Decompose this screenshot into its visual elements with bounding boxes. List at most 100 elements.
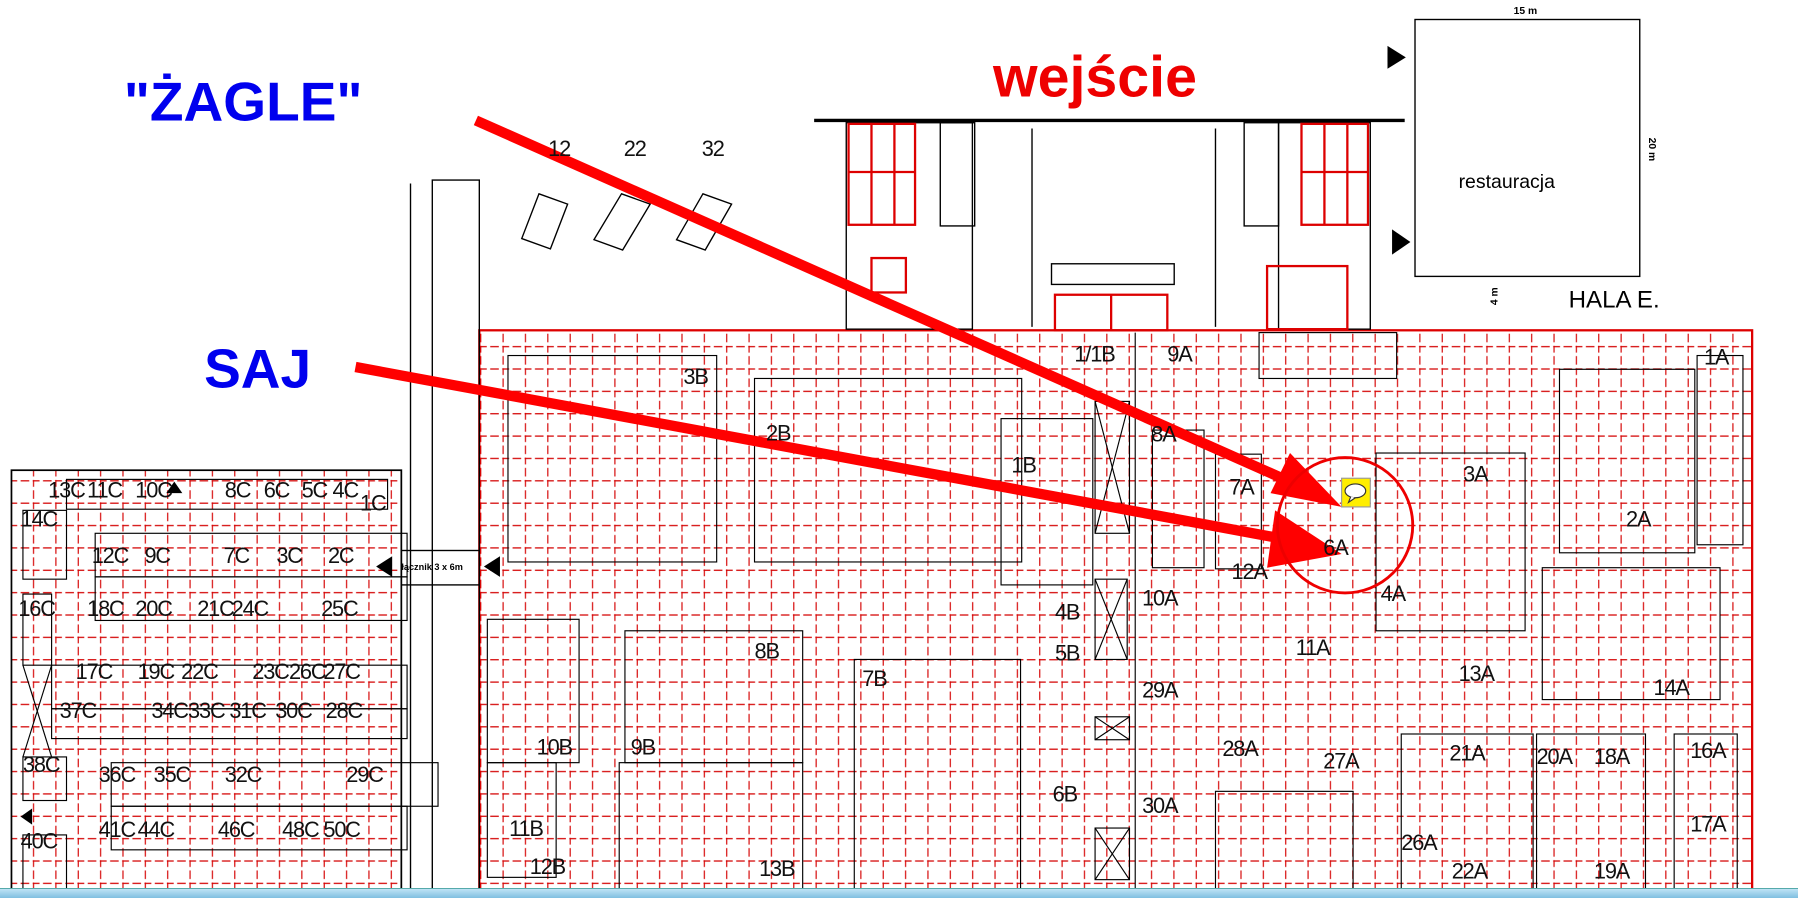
stand-label: 13A <box>1459 661 1496 686</box>
stand-label: 41C <box>99 817 136 842</box>
stand-label: 28C <box>326 698 363 723</box>
stand-label: 37C <box>60 698 97 723</box>
stand-label: 9B <box>631 735 656 760</box>
stand-label: 29A <box>1142 677 1179 702</box>
sail-label: 32 <box>702 136 725 161</box>
arrow-right-icon <box>1392 229 1411 255</box>
hall-a-b-area <box>478 329 1754 894</box>
stand-label: 26C <box>289 659 326 684</box>
sail-label: 22 <box>624 136 647 161</box>
dimension-width: 15 m <box>1514 6 1538 17</box>
stand-label: 16C <box>18 596 55 621</box>
stand-label: 40C <box>21 829 58 854</box>
stand-label: 30C <box>275 698 312 723</box>
stand-label: 34C <box>151 698 188 723</box>
stand-label: 18A <box>1594 744 1631 769</box>
stand-label: 4B <box>1055 599 1080 624</box>
arrowhead-icon <box>1270 453 1342 507</box>
arrow-left-icon <box>376 556 393 577</box>
stand-label: 12A <box>1232 559 1269 584</box>
stand-label: 29C <box>346 762 383 787</box>
dimension-gap: 4 m <box>1490 287 1501 305</box>
stand-label: 6C <box>264 478 290 503</box>
stand-label: 44C <box>138 817 175 842</box>
stand-label: 4A <box>1381 581 1407 606</box>
entrance-label: wejście <box>992 45 1197 109</box>
stand-label: 22C <box>181 659 218 684</box>
restaurant-label: restauracja <box>1459 171 1556 193</box>
stand-label: 32C <box>225 762 262 787</box>
stand-label: 12C <box>92 543 129 568</box>
stand-label: 8A <box>1151 422 1177 447</box>
arrow-left-icon <box>483 556 500 577</box>
stand-label: 13B <box>759 856 795 881</box>
stand-label: 7C <box>224 543 250 568</box>
stand-label: 50C <box>323 817 360 842</box>
stand-label: 48C <box>282 817 319 842</box>
stand-label: 3A <box>1463 462 1489 487</box>
stand-label: 20C <box>135 596 172 621</box>
stand-label: 35C <box>154 762 191 787</box>
arrow-left-icon <box>20 808 33 825</box>
stand-label: 12B <box>530 854 566 879</box>
stand-label: 13C <box>48 478 85 503</box>
stand-label: 14A <box>1654 675 1691 700</box>
stand-label: 21A <box>1449 740 1486 765</box>
stand-label: 11B <box>509 816 543 841</box>
stand-label: 7A <box>1229 474 1255 499</box>
sail-label: 12 <box>548 136 571 161</box>
hall-c-area <box>10 469 403 894</box>
stand-label: 17C <box>76 659 113 684</box>
stand-label: 6B <box>1053 782 1078 807</box>
stand-label: 22A <box>1452 859 1489 884</box>
stand-outlines <box>486 332 1744 893</box>
stand-label: 2C <box>328 543 354 568</box>
stand-label: 3B <box>683 364 708 389</box>
stand-label: 28A <box>1222 736 1259 761</box>
stand-label: 33C <box>188 698 225 723</box>
stand-label: 31C <box>229 698 266 723</box>
hall-label: HALA E. <box>1569 286 1660 313</box>
stand-label: 38C <box>23 752 60 777</box>
stand-label: 36C <box>99 762 136 787</box>
stand-label: 10A <box>1142 586 1179 611</box>
stand-label: 46C <box>218 817 255 842</box>
stand-label: 4C <box>333 478 359 503</box>
arrow-up-icon <box>166 481 183 494</box>
stand-label: 9C <box>144 543 170 568</box>
stand-label: 10C <box>135 478 172 503</box>
connector-label: łącznik 3 x 6m <box>401 562 463 572</box>
stand-label: 27A <box>1323 748 1360 773</box>
arrowhead-icon <box>1267 510 1342 568</box>
stand-label: 5C <box>302 478 328 503</box>
highlight-circle <box>1275 456 1415 595</box>
bottom-scrollbar[interactable] <box>0 888 1798 898</box>
stand-label: 19C <box>138 659 175 684</box>
stand-label: 1B <box>1011 453 1036 478</box>
stand-label: 19A <box>1594 859 1631 884</box>
stand-label: 27C <box>323 659 360 684</box>
stand-label: 21C <box>197 596 234 621</box>
stand-label: 9A <box>1167 341 1193 366</box>
comment-note-icon[interactable] <box>1341 477 1371 508</box>
stand-label: 14C <box>21 506 58 531</box>
stand-label: 23C <box>252 659 289 684</box>
stand-label: 25C <box>321 596 358 621</box>
pointer-arrows <box>354 115 1415 595</box>
stand-label: 5B <box>1055 641 1080 666</box>
stand-label: 2A <box>1626 506 1652 531</box>
sails-group <box>520 192 733 251</box>
stand-label: 7B <box>862 666 887 691</box>
saj-label: SAJ <box>204 338 311 400</box>
stand-label: 1A <box>1704 345 1730 370</box>
stand-label: 16A <box>1690 738 1727 763</box>
stand-label: 11C <box>87 478 122 503</box>
dimension-height: 20 m <box>1646 138 1657 162</box>
hall-c-outlines <box>20 478 439 893</box>
stand-label: 2B <box>766 420 791 445</box>
stand-label: 30A <box>1142 793 1179 818</box>
stand-label: 20A <box>1537 744 1574 769</box>
entrance-building <box>814 118 1405 332</box>
